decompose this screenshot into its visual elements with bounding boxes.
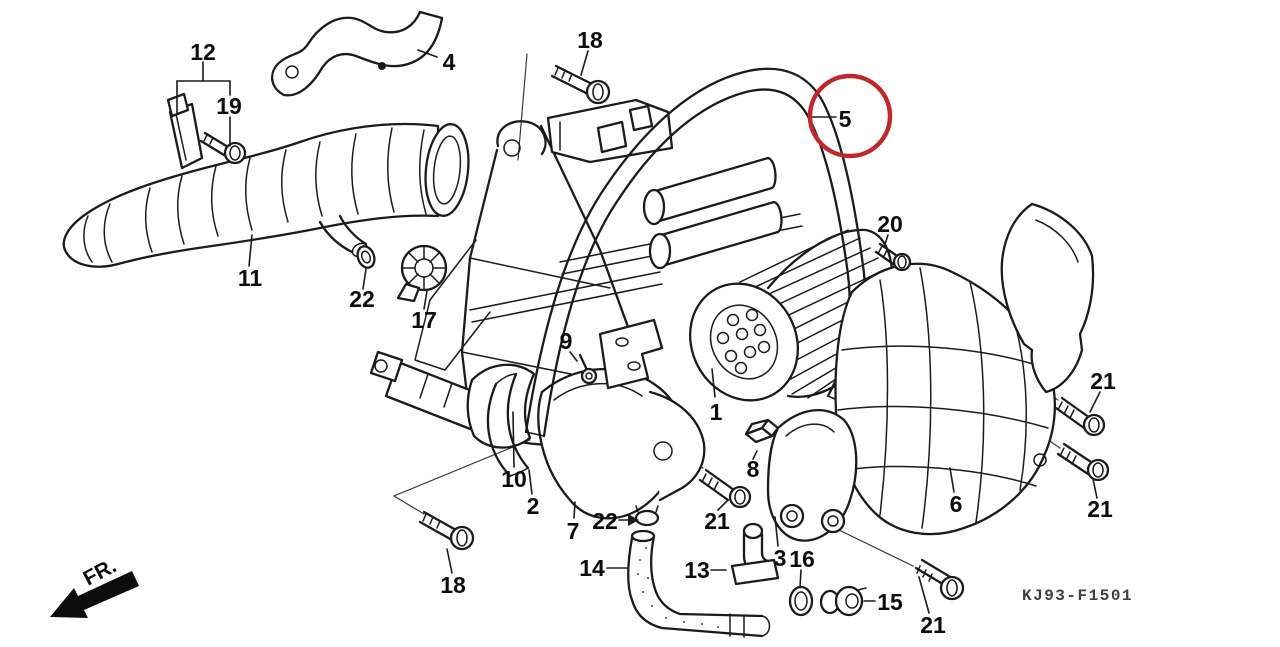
screw-20-drawing bbox=[874, 242, 912, 272]
drain-hose-drawing bbox=[627, 529, 771, 638]
part-label-3-19: 3 bbox=[774, 545, 787, 571]
valve-15-drawing bbox=[819, 585, 867, 617]
leader-line bbox=[569, 351, 578, 362]
part-label-11-6: 11 bbox=[238, 265, 263, 291]
bolts-18-drawing bbox=[418, 64, 611, 551]
front-direction-arrow: FR. bbox=[50, 554, 139, 618]
part-label-21-23: 21 bbox=[704, 508, 730, 534]
part-label-1-10: 1 bbox=[710, 399, 723, 425]
oring-16-drawing bbox=[788, 585, 814, 617]
part-label-22-7: 22 bbox=[349, 286, 375, 312]
leader-line bbox=[883, 234, 889, 248]
clamp-12-drawing bbox=[166, 92, 247, 170]
leader-line bbox=[752, 450, 758, 460]
diagram-code: KJ93-F1501 bbox=[1022, 587, 1133, 605]
intake-tubes-drawing bbox=[642, 156, 783, 270]
grommet-22-drawing bbox=[356, 245, 376, 269]
front-arrow-icon bbox=[50, 571, 139, 618]
part-label-10-12: 10 bbox=[501, 466, 527, 492]
part-label-16-20: 16 bbox=[789, 546, 815, 572]
part-label-14-16: 14 bbox=[579, 555, 605, 581]
part-label-7-14: 7 bbox=[567, 518, 580, 544]
part-label-18-3: 18 bbox=[577, 27, 603, 53]
case-cover-7-drawing bbox=[537, 367, 706, 520]
part-label-21-25: 21 bbox=[1090, 368, 1116, 394]
part-label-2-13: 2 bbox=[527, 493, 540, 519]
leader-line bbox=[573, 501, 576, 519]
leader-line bbox=[446, 548, 453, 574]
hose-stipple bbox=[637, 547, 719, 628]
part-label-15-21: 15 bbox=[877, 589, 903, 615]
part-label-4-2: 4 bbox=[443, 49, 456, 75]
part-5-highlight-circle bbox=[807, 73, 893, 159]
bracket-4-drawing bbox=[271, 10, 444, 97]
leader-line bbox=[580, 50, 589, 76]
duct-cover-3-drawing bbox=[766, 409, 858, 542]
leader-line bbox=[717, 500, 728, 511]
inlet-joint-drawing bbox=[369, 350, 492, 434]
intake-duct-drawing bbox=[62, 122, 470, 268]
leader-line bbox=[417, 49, 438, 58]
bracket-10-drawing bbox=[466, 363, 536, 449]
leader-line bbox=[528, 469, 533, 495]
part-label-22-15: 22 bbox=[592, 508, 618, 534]
part-label-21-26: 21 bbox=[1087, 496, 1113, 522]
hose-clamp-22-drawing bbox=[634, 505, 660, 527]
part-label-6-24: 6 bbox=[950, 491, 963, 517]
leader-arrowhead-icon bbox=[628, 514, 639, 526]
snorkel-cover-drawing bbox=[1000, 202, 1095, 394]
part-label-5-4: 5 bbox=[839, 106, 852, 132]
part-label-17-8: 17 bbox=[411, 307, 437, 333]
leader-line bbox=[362, 268, 367, 290]
part-label-19-1: 19 bbox=[216, 93, 242, 119]
leader-line bbox=[774, 516, 779, 547]
cover-6-ribs bbox=[837, 267, 1049, 529]
leader-line bbox=[711, 368, 716, 398]
ribbed-ring-17-drawing bbox=[396, 244, 448, 303]
screw-9-drawing bbox=[578, 353, 598, 385]
leader-line bbox=[918, 576, 930, 614]
leader-line bbox=[1089, 391, 1101, 413]
seal-2-drawing bbox=[486, 372, 530, 478]
part-label-18-17: 18 bbox=[440, 572, 466, 598]
leader-lines bbox=[176, 49, 1101, 614]
part-label-21-22: 21 bbox=[920, 612, 946, 638]
duct-corrugations bbox=[83, 127, 427, 263]
leader-line bbox=[1092, 478, 1098, 499]
part-label-9-9: 9 bbox=[560, 328, 573, 354]
leader-line bbox=[949, 467, 955, 493]
part-label-8-11: 8 bbox=[747, 456, 760, 482]
leader-line bbox=[512, 411, 515, 468]
gasket-5-drawing bbox=[524, 67, 867, 438]
elbow-13-drawing bbox=[730, 522, 780, 586]
part-label-13-18: 13 bbox=[684, 557, 710, 583]
leader-line bbox=[799, 569, 802, 588]
case-upper-drawing bbox=[469, 98, 803, 390]
filter-face-holes bbox=[716, 308, 771, 375]
leader-line bbox=[248, 234, 253, 267]
part-label-12-0: 12 bbox=[190, 39, 216, 65]
part-label-20-5: 20 bbox=[877, 211, 903, 237]
screws-21-drawing bbox=[698, 396, 1110, 601]
leader-line bbox=[423, 290, 428, 310]
